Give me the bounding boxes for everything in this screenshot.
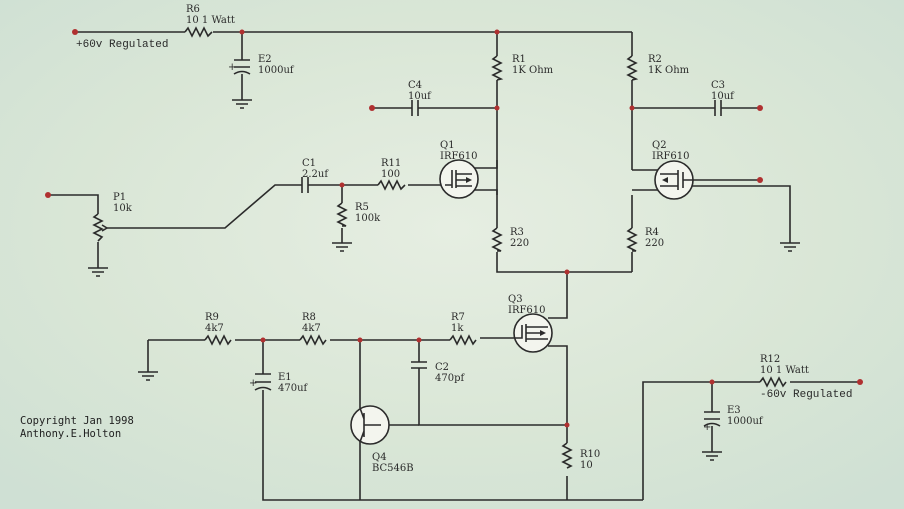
label-c2-val: 470pf — [435, 373, 465, 384]
label-q4-ref: Q4 — [372, 452, 387, 463]
resistor-r11 — [377, 179, 406, 191]
copyright-line-1: Copyright Jan 1998 — [20, 415, 134, 427]
resistor-r4 — [626, 227, 638, 252]
label-r9-val: 4k7 — [205, 323, 224, 334]
label-r12-ref: R12 — [760, 354, 780, 365]
label-r1-val: 1K Ohm — [512, 65, 554, 76]
label-e2-val: 1000uf — [258, 65, 295, 76]
label-r5-val: 100k — [355, 213, 381, 224]
label-e3-ref: E3 — [727, 405, 741, 416]
mosfet-q3 — [513, 313, 553, 353]
copyright-block: Copyright Jan 1998 Anthony.E.Holton — [20, 415, 134, 440]
label-q3-val: IRF610 — [508, 305, 546, 316]
label-r3-val: 220 — [510, 238, 529, 249]
label-e3-val: 1000uf — [727, 416, 764, 427]
label-r11-ref: R11 — [381, 158, 401, 169]
rail-labels: +60v Regulated -60v Regulated — [76, 39, 852, 401]
label-q1-val: IRF610 — [440, 151, 478, 162]
label-c3-ref: C3 — [711, 80, 725, 91]
label-q4-val: BC546B — [372, 463, 414, 474]
capacitor-e3 — [704, 411, 720, 420]
label-c1-val: 2.2uf — [302, 169, 329, 180]
capacitor-c1 — [301, 177, 309, 193]
capacitor-e1 — [255, 373, 271, 383]
label-q1-ref: Q1 — [440, 140, 455, 151]
bjt-q4 — [350, 405, 390, 445]
label-p1-val: 10k — [113, 203, 133, 214]
label-q2-val: IRF610 — [652, 151, 690, 162]
resistor-r8 — [299, 334, 327, 346]
label-e1-val: 470uf — [278, 383, 309, 394]
terminals — [45, 29, 863, 428]
label-r6-ref: R6 — [186, 4, 200, 15]
label-p1-ref: P1 — [113, 192, 126, 203]
resistor-r5 — [336, 202, 348, 227]
label-r1-ref: R1 — [512, 54, 526, 65]
copyright-line-2: Anthony.E.Holton — [20, 428, 121, 440]
label-r5-ref: R5 — [355, 202, 369, 213]
label-e1-ref: E1 — [278, 372, 292, 383]
capacitor-e2 — [234, 59, 250, 68]
resistors — [92, 26, 787, 469]
ground-r5 — [332, 242, 352, 252]
capacitor-c3 — [714, 100, 722, 116]
ground-p1 — [88, 267, 108, 277]
polarity-marks: + + + — [228, 62, 711, 433]
ground-e3 — [702, 451, 722, 461]
label-c2-ref: C2 — [435, 362, 449, 373]
label-r2-val: 1K Ohm — [648, 65, 690, 76]
positive-rail-label: +60v Regulated — [76, 39, 168, 51]
resistor-r6 — [184, 26, 213, 38]
label-r8-val: 4k7 — [302, 323, 321, 334]
label-c4-val: 10uf — [408, 91, 432, 102]
grounds — [88, 99, 800, 461]
component-labels: R6 10 1 Watt E2 1000uf R1 1K Ohm R2 1K O… — [113, 4, 809, 474]
ground-r9 — [138, 371, 158, 381]
ground-q2 — [780, 242, 800, 252]
resistor-r2 — [626, 55, 639, 81]
resistor-r10 — [561, 442, 573, 469]
potentiometer-p1 — [92, 213, 104, 242]
mosfet-q1 — [439, 159, 479, 199]
label-c3-val: 10uf — [711, 91, 735, 102]
negative-rail-label: -60v Regulated — [760, 389, 852, 401]
resistor-r9 — [204, 334, 232, 346]
label-e2-ref: E2 — [258, 54, 272, 65]
label-q3-ref: Q3 — [508, 294, 523, 305]
capacitor-c4 — [411, 100, 419, 116]
resistor-r3 — [491, 227, 503, 252]
label-r6-val: 10 1 Watt — [186, 15, 235, 26]
ground-e2 — [232, 99, 252, 109]
resistor-r1 — [491, 55, 504, 81]
label-c1-ref: C1 — [302, 158, 316, 169]
resistor-r12 — [759, 376, 787, 388]
resistor-r7 — [449, 334, 477, 346]
label-r7-ref: R7 — [451, 312, 465, 323]
svg-text:+: + — [228, 62, 236, 73]
label-r4-ref: R4 — [645, 227, 659, 238]
capacitors — [233, 59, 722, 427]
label-r8-ref: R8 — [302, 312, 316, 323]
label-r11-val: 100 — [381, 169, 400, 180]
label-q2-ref: Q2 — [652, 140, 667, 151]
capacitor-c2 — [411, 361, 427, 369]
label-r2-ref: R2 — [648, 54, 662, 65]
label-r10-ref: R10 — [580, 449, 600, 460]
label-r3-ref: R3 — [510, 227, 524, 238]
svg-text:+: + — [249, 378, 257, 389]
label-c4-ref: C4 — [408, 80, 422, 91]
label-r9-ref: R9 — [205, 312, 219, 323]
label-r4-val: 220 — [645, 238, 664, 249]
mosfet-q2 — [654, 160, 695, 200]
label-r10-val: 10 — [580, 460, 593, 471]
label-r12-val: 10 1 Watt — [760, 365, 809, 376]
label-r7-val: 1k — [451, 323, 464, 334]
svg-text:+: + — [703, 422, 711, 433]
